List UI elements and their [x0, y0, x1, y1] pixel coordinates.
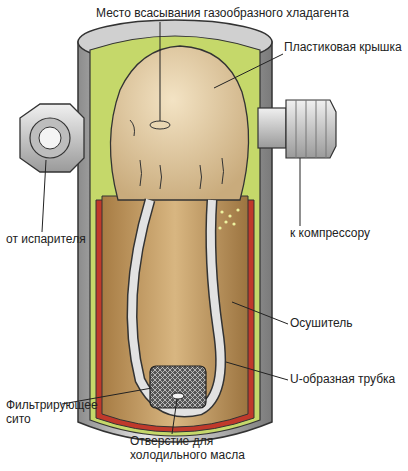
suction-port [150, 121, 170, 129]
inlet-fitting [20, 104, 84, 172]
leader-lines [42, 22, 300, 434]
outlet-fitting [258, 108, 286, 148]
part-label: к компрессору [290, 226, 405, 240]
outlet-ridges [296, 100, 326, 158]
plastic-cover [110, 46, 248, 200]
oil-hole [172, 393, 184, 399]
u-tube-inner [132, 200, 221, 412]
desiccant-beads [218, 208, 239, 229]
part-label: Фильтрирующее сито [6, 398, 102, 426]
part-label: U-образная трубка [290, 372, 408, 386]
part-label: от испарителя [6, 232, 116, 246]
part-label: Отверстие для холодильного масла [130, 434, 254, 462]
part-label: Осушитель [290, 316, 400, 330]
part-label: Пластиковая крышка [284, 40, 404, 54]
cover-ridges [130, 120, 224, 189]
filter-sieve [150, 366, 206, 408]
inlet-bore [39, 127, 61, 149]
inner-lining [90, 36, 260, 436]
outlet-nut [286, 100, 336, 158]
desiccant-bag [102, 196, 248, 427]
part-label: Место всасывания газообразного хладагент… [96, 6, 396, 20]
inlet-opening [30, 118, 70, 158]
u-tube [132, 200, 221, 412]
